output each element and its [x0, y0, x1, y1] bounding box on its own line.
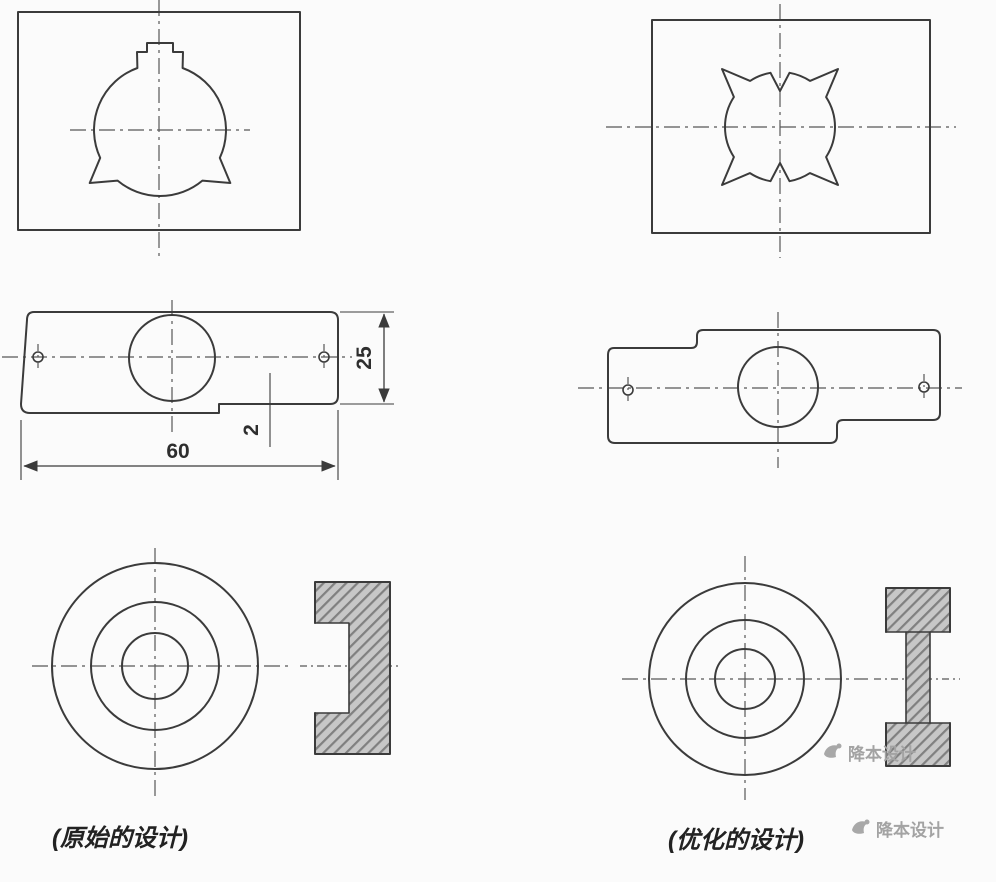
counterbore-circle: [90, 601, 220, 731]
original-design-column: 25 2 60: [2, 0, 400, 798]
watermark-logo-icon: [852, 819, 870, 834]
plate-outline-original: [20, 311, 339, 414]
optimized-cross-section: [885, 587, 951, 767]
caption-original: (原始的设计): [52, 825, 188, 852]
original-top-view: [17, 0, 301, 258]
section-outline-bottom: [885, 722, 951, 767]
dimension-2-label: 2: [240, 424, 263, 436]
hatch-top: [886, 588, 950, 632]
outer-diameter-circle: [648, 582, 842, 776]
optimized-top-view: [606, 4, 956, 258]
original-cross-section: [314, 581, 391, 755]
hatch-bottom: [886, 723, 950, 766]
bore-circle: [121, 632, 189, 700]
groove-circle: [685, 619, 805, 739]
dimension-60-label: 60: [166, 440, 189, 463]
optimized-design-column: [578, 4, 962, 800]
outer-diameter-circle: [51, 562, 259, 770]
center-hole: [128, 314, 216, 402]
hatch-web: [349, 623, 390, 713]
watermark-text: 降本设计: [848, 744, 916, 764]
hatch-top: [315, 582, 390, 623]
blank-plate-outline: [17, 11, 301, 231]
section-outline: [314, 581, 391, 755]
watermark-logo-icon: [824, 743, 842, 758]
optimized-side-view: [622, 556, 960, 800]
hatch-web: [906, 632, 930, 723]
center-hole: [737, 346, 819, 428]
original-front-view: 25 2 60: [2, 300, 394, 480]
cam-profile-optimized: [721, 68, 839, 186]
hatch-bottom: [315, 713, 390, 754]
caption-optimized: (优化的设计): [668, 827, 804, 854]
bore-circle: [714, 648, 776, 710]
watermark-text: 降本设计: [876, 820, 944, 840]
blank-plate-outline: [651, 19, 931, 234]
original-side-view: [32, 548, 400, 798]
groove-outline: [314, 622, 350, 714]
cam-profile-original: [88, 42, 232, 198]
dimension-25-label: 25: [353, 346, 376, 370]
captions: (原始的设计) (优化的设计): [52, 825, 804, 854]
watermarks: 降本设计 降本设计: [824, 743, 944, 840]
plate-outline-optimized: [607, 329, 941, 444]
section-outline-top: [885, 587, 951, 633]
optimized-front-view: [578, 312, 962, 468]
